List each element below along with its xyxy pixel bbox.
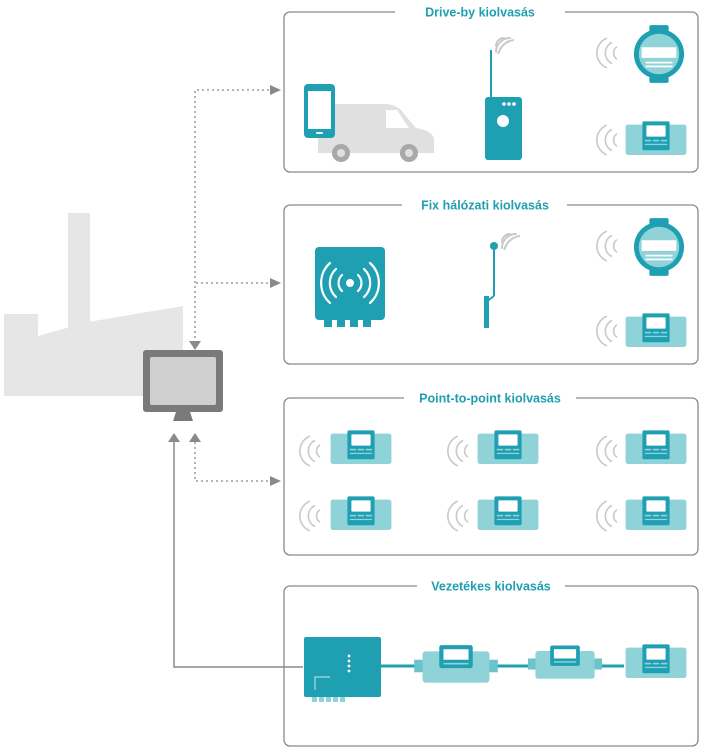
heat-meter-icon — [330, 496, 392, 530]
signal-waves-icon — [299, 435, 321, 467]
pipe-meter-icon — [528, 645, 602, 679]
section-title: Vezetékes kiolvasás — [431, 580, 551, 594]
heat-meter-icon — [625, 644, 687, 678]
section-title: Drive-by kiolvasás — [425, 6, 535, 20]
section-wired: Vezetékes kiolvasás — [283, 580, 699, 747]
monitor-icon — [143, 350, 223, 421]
heat-meter-icon — [625, 313, 687, 347]
heat-meter-icon — [625, 121, 687, 155]
signal-waves-icon — [495, 37, 514, 54]
section-drive-by: Drive-by kiolvasás — [283, 6, 699, 173]
signal-waves-icon — [501, 233, 520, 250]
section-title: Fix hálózati kiolvasás — [421, 199, 549, 213]
signal-waves-icon — [596, 500, 618, 532]
section-point-to-point: Point-to-point kiolvasás — [283, 392, 699, 556]
antenna-icon — [484, 242, 498, 328]
wired-hub-icon — [304, 637, 381, 702]
heat-meter-icon — [477, 430, 539, 464]
signal-waves-icon — [596, 435, 618, 467]
signal-waves-icon — [596, 230, 618, 262]
handheld-receiver-icon — [485, 50, 522, 160]
water-meter-icon — [633, 25, 685, 83]
signal-waves-icon — [299, 500, 321, 532]
signal-waves-icon — [596, 315, 618, 347]
heat-meter-icon — [330, 430, 392, 464]
pipe-meter-icon — [414, 645, 498, 683]
signal-waves-icon — [447, 500, 469, 532]
signal-waves-icon — [447, 435, 469, 467]
heat-meter-icon — [477, 496, 539, 530]
signal-waves-icon — [596, 124, 618, 156]
section-title: Point-to-point kiolvasás — [419, 392, 561, 406]
heat-meter-icon — [625, 496, 687, 530]
van-icon — [318, 104, 434, 162]
connector-lines — [168, 85, 303, 668]
water-meter-icon — [633, 218, 685, 276]
signal-waves-icon — [596, 37, 618, 69]
gateway-icon — [315, 247, 385, 327]
section-fix-network: Fix hálózati kiolvasás — [283, 199, 699, 365]
heat-meter-icon — [625, 430, 687, 464]
smartphone-icon — [304, 84, 335, 138]
